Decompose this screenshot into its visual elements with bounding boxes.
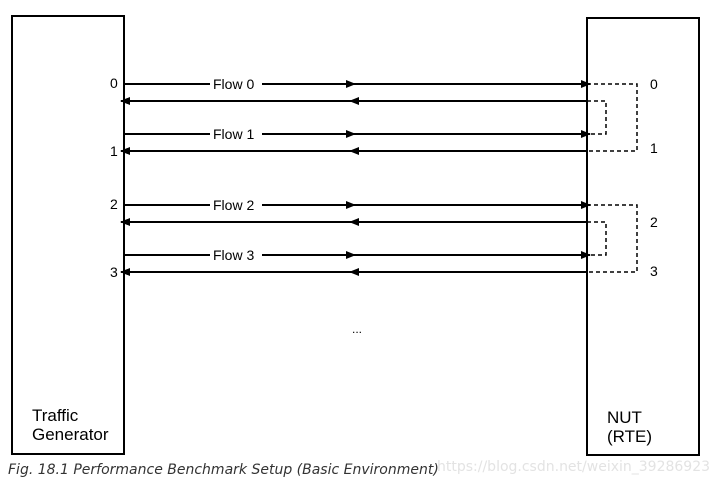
flow-1-lines <box>120 130 591 155</box>
nut-port-0-label: 0 <box>650 76 658 92</box>
tg-port-2-label: 2 <box>110 196 118 212</box>
flow-2-lines <box>120 201 591 226</box>
nut-box <box>586 17 700 456</box>
flow-0-label: Flow 0 <box>213 76 254 92</box>
traffic-generator-label-line2: Generator <box>32 425 109 444</box>
tg-port-0-label: 0 <box>110 75 118 91</box>
nut-port-3-label: 3 <box>650 263 658 279</box>
flow-2-label: Flow 2 <box>213 197 254 213</box>
nut-port-2-label: 2 <box>650 214 658 230</box>
flow-1-label: Flow 1 <box>213 126 254 142</box>
nut-loopback-port2-port3 <box>587 204 638 273</box>
tg-port-1-label: 1 <box>110 143 118 159</box>
nut-label-line1: NUT <box>607 408 642 427</box>
traffic-generator-box <box>11 15 125 455</box>
figure-caption: Fig. 18.1 Performance Benchmark Setup (B… <box>8 462 439 478</box>
flow-3-label: Flow 3 <box>213 247 254 263</box>
flow-3-lines <box>120 251 591 276</box>
nut-port-1-label: 1 <box>650 140 658 156</box>
tg-port-3-label: 3 <box>110 264 118 280</box>
traffic-generator-label-line1: Traffic <box>32 406 79 425</box>
nut-label-line2: (RTE) <box>607 427 652 446</box>
more-flows-ellipsis: ... <box>352 322 362 336</box>
nut-loopback-port0-port1 <box>587 83 638 152</box>
watermark: https://blog.csdn.net/weixin_39286923 <box>437 459 711 475</box>
flow-0-lines <box>120 80 591 105</box>
